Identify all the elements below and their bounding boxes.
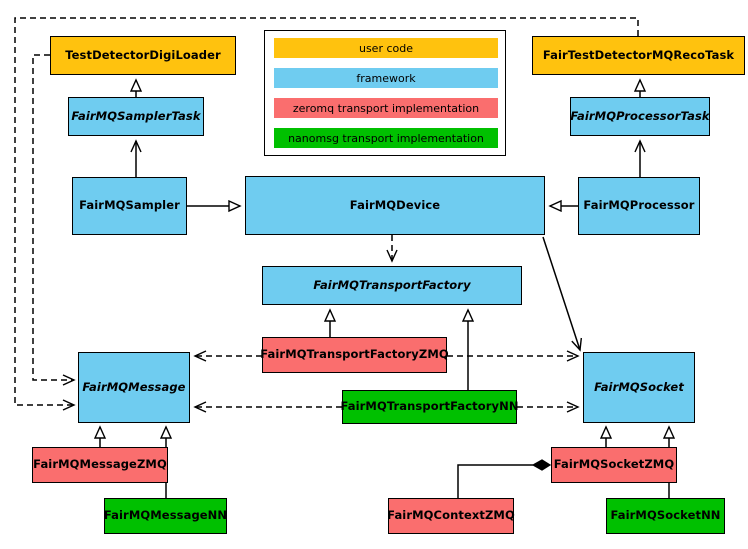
- class-node-fairmqmessagezmq[interactable]: FairMQMessageZMQ: [32, 447, 168, 483]
- class-node-fairmqmessage[interactable]: FairMQMessage: [78, 352, 190, 423]
- legend-label-nanomsg: nanomsg transport implementation: [288, 131, 484, 145]
- legend-label-zeromq: zeromq transport implementation: [292, 101, 480, 115]
- class-node-fairmqsocketnn[interactable]: FairMQSocketNN: [606, 498, 725, 534]
- edge-socketzmq-composition-contextzmq: [457, 465, 533, 498]
- legend-item-nanomsg: nanomsg transport implementation: [274, 128, 498, 148]
- class-node-fairtestdetectormqrecotask[interactable]: FairTestDetectorMQRecoTask: [532, 36, 745, 75]
- legend-label-framework: framework: [356, 71, 416, 85]
- class-node-testdetectordigiloader[interactable]: TestDetectorDigiLoader: [50, 36, 236, 75]
- legend-item-user-code: user code: [274, 38, 498, 58]
- class-node-fairmqtransportfactorynn[interactable]: FairMQTransportFactoryNN: [340, 390, 518, 424]
- class-node-fairmqsocket[interactable]: FairMQSocket: [583, 352, 695, 423]
- class-node-fairmqtransportfactoryzmq[interactable]: FairMQTransportFactoryZMQ: [260, 337, 449, 373]
- class-node-fairmqmessagenn[interactable]: FairMQMessageNN: [104, 498, 227, 534]
- class-node-fairmqprocessor[interactable]: FairMQProcessor: [578, 177, 700, 235]
- class-node-fairmqdevice[interactable]: FairMQDevice: [245, 176, 545, 235]
- legend-item-framework: framework: [274, 68, 498, 88]
- class-node-fairmqsocketzmq[interactable]: FairMQSocketZMQ: [551, 447, 677, 483]
- class-node-fairmqprocessortask[interactable]: FairMQProcessorTask: [570, 97, 710, 136]
- class-node-fairmqsampler[interactable]: FairMQSampler: [72, 177, 187, 235]
- legend-label-user-code: user code: [358, 41, 414, 55]
- legend-panel: user code framework zeromq transport imp…: [264, 30, 506, 156]
- class-node-fairmqsamplertask[interactable]: FairMQSamplerTask: [68, 97, 204, 136]
- legend-item-zeromq: zeromq transport implementation: [274, 98, 498, 118]
- class-node-fairmqtransportfactory[interactable]: FairMQTransportFactory: [262, 266, 522, 305]
- edge-device-to-socket: [542, 236, 583, 352]
- class-node-fairmqcontextzmq[interactable]: FairMQContextZMQ: [387, 498, 515, 534]
